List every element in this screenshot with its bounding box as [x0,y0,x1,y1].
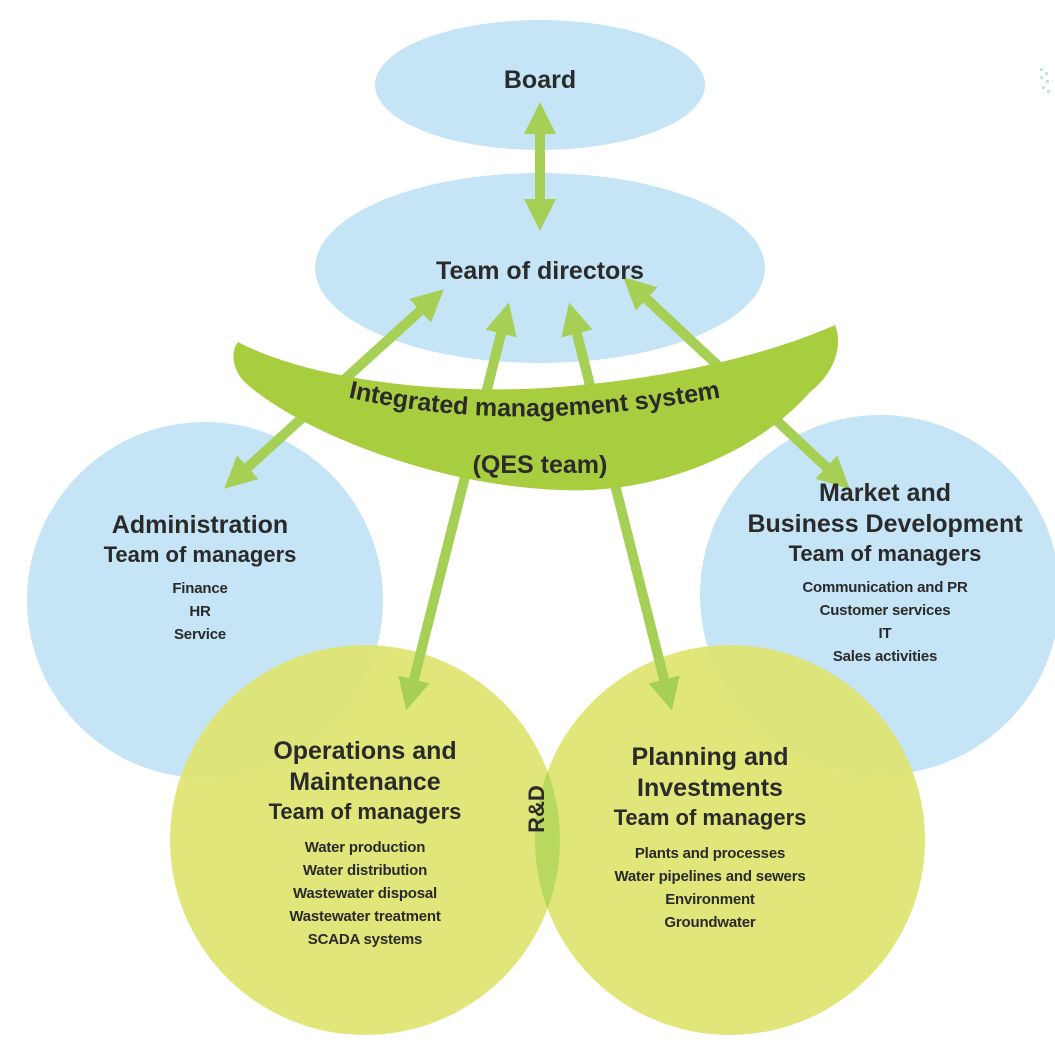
arrow-directors-planning [561,302,680,711]
planning-block: Planning and Investments Team of manager… [560,742,860,934]
market-subtitle: Team of managers [788,541,982,566]
list-item: Customer services [819,602,951,619]
list-item: IT [878,625,892,642]
market-title-line2: Business Development [747,510,1023,538]
list-item: Environment [665,891,755,908]
board-ellipse [375,20,705,150]
list-item: Finance [172,580,228,597]
planning-title-line1: Planning and [631,743,789,771]
rd-label: R&D [524,785,549,833]
administration-subtitle: Team of managers [103,542,297,567]
list-item: Service [174,626,226,643]
operations-block: Operations and Maintenance Team of manag… [215,736,515,951]
list-item: Sales activities [832,648,938,665]
board-label: Board [503,66,577,94]
list-item: HR [189,603,211,620]
planning-circle [535,645,925,1035]
planning-list: Plants and processes Water pipelines and… [560,842,860,934]
administration-list: Finance HR Service [50,577,350,646]
ims-subtitle: (QES team) [472,451,608,479]
corner-mark-icon [1040,68,1050,93]
operations-list: Water production Water distribution Wast… [215,836,515,951]
directors-label: Team of directors [436,257,644,285]
list-item: Water production [304,839,426,856]
list-item: Water distribution [302,862,428,879]
list-item: Wastewater disposal [292,885,438,902]
list-item: Groundwater [664,914,756,931]
list-item: Communication and PR [802,579,968,596]
administration-title: Administration [111,511,289,539]
list-item: SCADA systems [307,931,423,948]
operations-circle [170,645,560,1035]
market-block: Market and Business Development Team of … [720,478,1050,668]
arrow-directors-operations [398,302,517,711]
operations-title-line2: Maintenance [289,768,441,796]
list-item: Water pipelines and sewers [614,868,806,885]
list-item: Wastewater treatment [289,908,441,925]
market-list: Communication and PR Customer services I… [720,576,1050,668]
planning-subtitle: Team of managers [613,805,807,830]
administration-block: Administration Team of managers Finance … [50,510,350,646]
market-title-line1: Market and [819,479,951,507]
ims-band [233,325,839,491]
planning-title-line2: Investments [637,774,783,802]
list-item: Plants and processes [634,845,786,862]
operations-title-line1: Operations and [273,737,457,765]
operations-subtitle: Team of managers [268,799,462,824]
